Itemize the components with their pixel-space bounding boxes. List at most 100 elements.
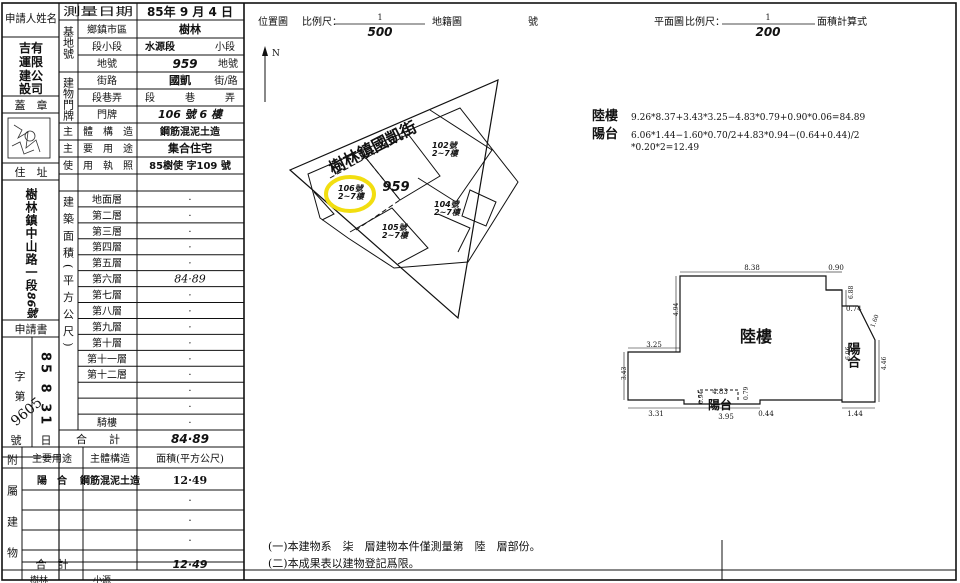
formula-luolou: 9.26*8.37+3.43*3.25−4.83*0.79+0.90*0.06=… (631, 113, 866, 123)
attached-struct-header: 主體構造 (90, 452, 130, 465)
floor-name: 第十一層 (87, 352, 127, 365)
dim-right-a: 6.88 (848, 285, 855, 299)
structure-value: 鋼筋混泥土造 (159, 125, 221, 138)
structure-label: 主體構造 (63, 125, 133, 138)
form-grid (2, 3, 244, 580)
floor-plan-scale-den: 200 (755, 25, 780, 39)
floor-area-value: · (188, 195, 191, 206)
street-value: 國凱 (169, 73, 191, 87)
cadastral-label: 地籍圖 (432, 15, 462, 28)
dim-bottom-right: 1.44 (847, 410, 863, 418)
subsection-suffix: 小段 (215, 40, 235, 53)
door-label: 建物門牌 (62, 76, 75, 122)
applicant-name-line-3: 建公 (18, 68, 43, 83)
street-label: 街路 (97, 74, 117, 87)
lot-suffix: 地號 (218, 57, 238, 70)
seal-label: 蓋 章 (15, 98, 48, 112)
floor-name: 第九層 (92, 320, 122, 333)
di-label: 第 (15, 389, 26, 403)
alley-value: 段 巷 弄 (145, 91, 235, 104)
floor-plan-title: 平面圖 (654, 16, 684, 28)
floor-name: 第五層 (92, 257, 122, 270)
street-suffix: 街/路 (214, 74, 237, 87)
location-scale-num: 1 (377, 13, 382, 22)
attached-area: · (188, 494, 192, 507)
total-value: 84·89 (171, 432, 209, 446)
ri-label: 日 (41, 434, 52, 447)
floor-area-value: · (188, 386, 191, 397)
applicant-name-label: 申請人姓名 (5, 11, 57, 25)
zi-label: 字 (15, 369, 26, 383)
floor-name: 第十二層 (87, 368, 127, 381)
attached-area: · (188, 514, 192, 527)
attached-use-header: 主要用途 (32, 452, 72, 465)
dim-left-lower: 3.43 (621, 366, 628, 380)
notes: (一)本建物系 柒 層建物本件僅測量第 陸 層部份。 (二)本成果表以建物登記爲… (30, 539, 723, 583)
dim-right-inner: 6.06 (845, 346, 852, 360)
floor-plan-room-label: 陸樓 (740, 327, 772, 346)
floor-plan: 平面圖 比例尺： 1 200 面積計算式 陸樓 9.26*8.37+3.43*3… (592, 13, 888, 421)
section-value: 水源段 (144, 40, 175, 53)
dim-right-outer: 4.46 (881, 356, 888, 370)
floor-plan-scale-label: 比例尺： (685, 15, 725, 28)
floor-area-value: · (188, 402, 191, 413)
floor-area-value: · (188, 291, 191, 302)
alley-label: 段巷弄 (92, 91, 122, 104)
township-value: 樹林 (179, 22, 201, 36)
application-label: 申請書 (15, 322, 48, 336)
site-plan (288, 79, 519, 320)
floor-name: 第二層 (92, 209, 122, 222)
formula-yangtai-line1: 6.06*1.44−1.60*0.70/2+4.83*0.94−(0.64+0.… (631, 130, 860, 141)
floor-plan-balcony-bottom: 陽台 (708, 397, 732, 412)
floor-area-value: 84·89 (174, 273, 206, 286)
attached-area: · (188, 534, 192, 547)
parcel-number-label: 959 (382, 180, 409, 195)
dimension-labels: 8.38 0.90 6.88 0.74 1.60 6.06 4.46 4.94 … (621, 264, 888, 421)
address-line-2: 86號 (24, 292, 38, 319)
floor-plan-balcony-right: 陽合 (845, 341, 861, 369)
bottom-fragment: 樹林 小源 (30, 574, 111, 583)
dim-bottom-mid: 3.95 (718, 413, 734, 421)
attached-label: 附屬建物 (6, 453, 19, 578)
applicant-name-line-1: 吉有 (19, 40, 43, 55)
dim-balcony-top: 4.83 (712, 388, 728, 396)
dim-bottom-small: 0.44 (758, 410, 774, 418)
area-group-label: 建築面積(平方公尺) (62, 195, 75, 353)
seal-stamp-icon (11, 124, 41, 155)
floor-area-value: · (188, 259, 191, 270)
door-number-label: 門牌 (97, 108, 117, 121)
door-number-value: 106 號 6 樓 (158, 108, 224, 121)
dim-right-b: 0.74 (846, 305, 862, 313)
dim-diagonal: 1.60 (869, 313, 880, 328)
floor-name: 第三層 (92, 225, 122, 238)
north-arrow-icon: N (262, 46, 280, 102)
dim-balcony-left: 0.94 (698, 390, 705, 404)
attached-area: 12·49 (173, 474, 207, 487)
floor-plan-outline (627, 275, 876, 405)
dimension-lines (623, 271, 880, 409)
floor-name: 第八層 (92, 304, 122, 317)
attached-area-header: 面積(平方公尺) (156, 452, 224, 465)
dim-left-upper: 4.94 (673, 302, 680, 316)
lot-label: 地號 (97, 57, 117, 70)
base-location-label: 基地號 (62, 26, 75, 60)
measure-date-value: 85年 9 月 4 日 (147, 4, 233, 19)
floor-area-value: · (188, 227, 191, 238)
applicant-block (2, 36, 59, 458)
floor-name: 第十層 (92, 336, 122, 349)
floor-plan-calc-label: 面積計算式 (817, 15, 867, 28)
floor-area-value: · (188, 338, 191, 349)
formula-yangtai-line2: *0.20*2=12.49 (631, 143, 699, 153)
license-label: 使用執照 (63, 159, 133, 172)
section-label: 段小段 (92, 40, 122, 53)
street-name-label: 樹林鎮國凱街 (326, 117, 420, 178)
floor-area-value: · (188, 211, 191, 222)
measure-date-label: 測量日期 (63, 4, 133, 18)
